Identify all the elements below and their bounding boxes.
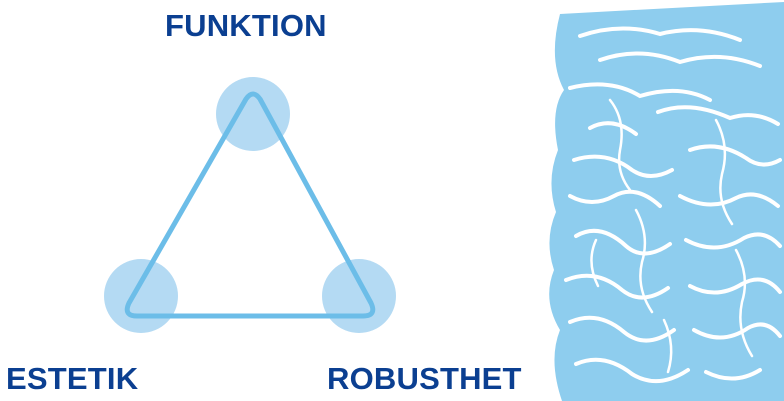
triangle-diagram [104,77,396,333]
label-funktion: FUNKTION [165,8,327,43]
node-robusthet [322,259,396,333]
portrait-engraving-icon [549,2,784,401]
node-estetik [104,259,178,333]
label-estetik: ESTETIK [6,361,139,396]
node-funktion [216,77,290,151]
triangle-outline [124,91,376,319]
label-robusthet: ROBUSTHET [327,361,522,396]
